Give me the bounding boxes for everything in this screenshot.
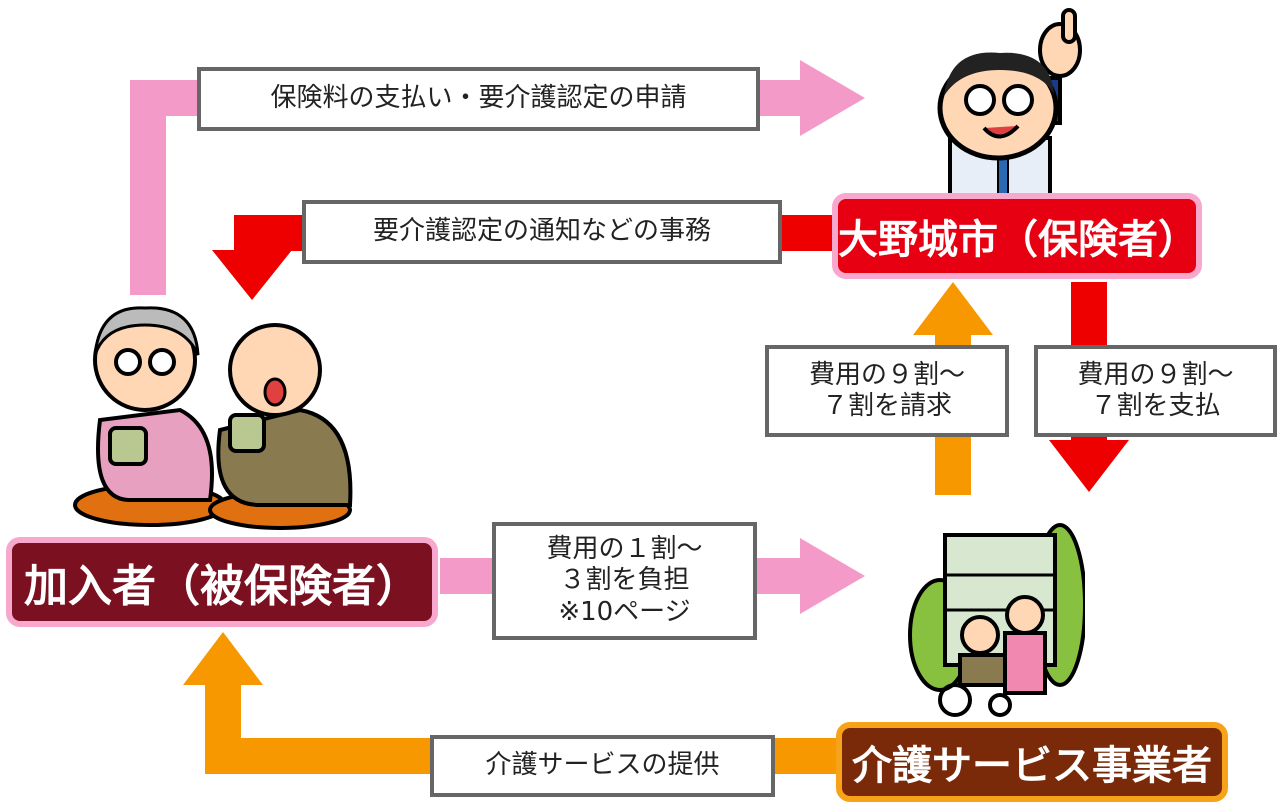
actor-provider: 介護サービス事業者 (836, 722, 1228, 802)
label-copay: 費用の１割～ ３割を負担 ※10ページ (492, 522, 757, 640)
actor-insurer: 大野城市（保険者） (832, 193, 1202, 279)
elderly-couple-illustration (73, 306, 353, 530)
care-facility-illustration (908, 523, 1085, 717)
label-reimburse: 費用の９割～ ７割を支払 (1034, 345, 1277, 437)
label-premium-application: 保険料の支払い・要介護認定の申請 (197, 67, 760, 131)
label-certification-notice: 要介護認定の通知などの事務 (302, 200, 782, 264)
actor-insured: 加入者（被保険者） (6, 537, 438, 627)
label-claim: 費用の９割～ ７割を請求 (765, 345, 1009, 437)
label-service: 介護サービスの提供 (430, 735, 775, 797)
official-man-illustration (937, 8, 1082, 203)
